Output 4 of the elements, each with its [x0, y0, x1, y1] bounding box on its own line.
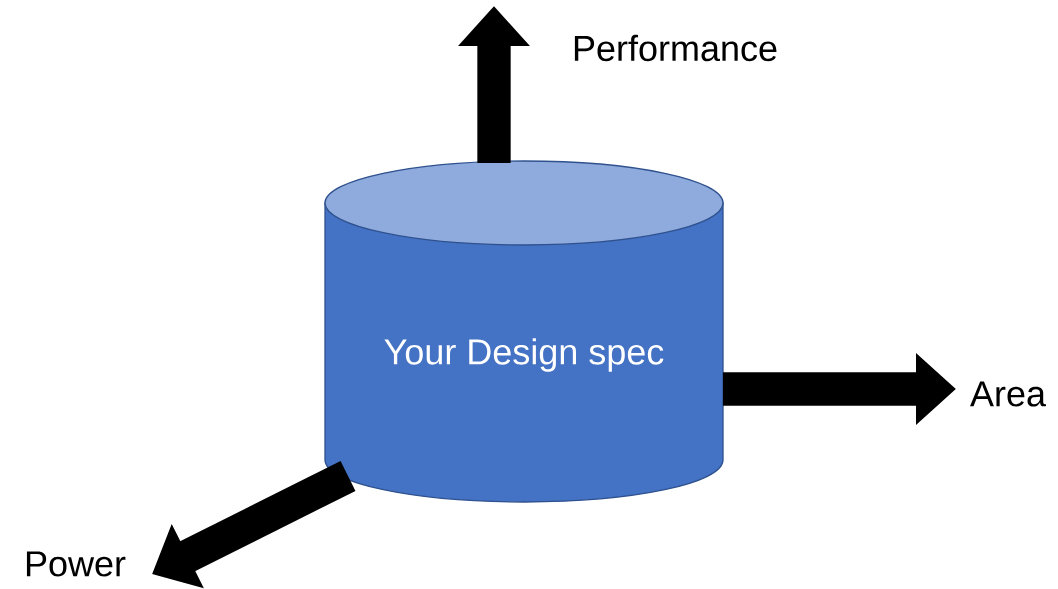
axis-label: Power — [26, 551, 126, 577]
cylinder: Your Design spec — [324, 160, 724, 503]
axis-label: Area — [970, 381, 1046, 407]
axis-label: Performance — [574, 34, 777, 62]
